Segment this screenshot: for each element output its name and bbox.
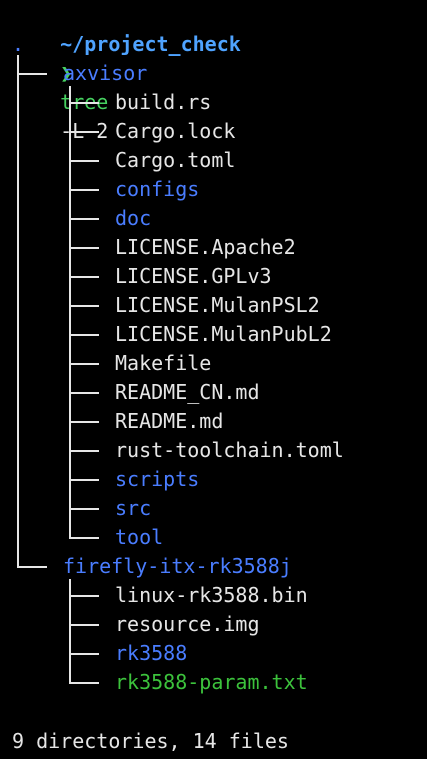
tree-branch-line bbox=[69, 130, 99, 133]
tree-trunk-line bbox=[17, 55, 19, 568]
tree-file-item: README_CN.md bbox=[115, 380, 260, 404]
tree-branch-line bbox=[69, 188, 99, 191]
tree-branch-line bbox=[69, 101, 99, 104]
tree-branch-line bbox=[69, 478, 99, 481]
tree-dir-item: configs bbox=[115, 177, 200, 201]
tree-branch-line bbox=[69, 246, 99, 249]
tree-file-item: LICENSE.MulanPSL2 bbox=[115, 293, 320, 317]
tree-summary: 9 directories, 14 files bbox=[12, 729, 289, 753]
tree-branch-line bbox=[69, 333, 99, 336]
tree-branch-line bbox=[69, 420, 99, 423]
tree-branch-line bbox=[69, 449, 99, 452]
tree-file-item: build.rs bbox=[115, 90, 212, 114]
tree-file-item: LICENSE.Apache2 bbox=[115, 235, 296, 259]
tree-file-item: resource.img bbox=[115, 612, 260, 636]
tree-branch-line bbox=[69, 652, 99, 655]
tree-root: . bbox=[12, 32, 25, 56]
tree-branch-line bbox=[69, 159, 99, 162]
tree-trunk-line bbox=[69, 86, 71, 539]
tree-branch-line bbox=[69, 391, 99, 394]
prompt-directory: ~/project_check bbox=[60, 32, 241, 56]
tree-dir-item: firefly-itx-rk3588j bbox=[63, 554, 292, 578]
tree-branch-line bbox=[69, 304, 99, 307]
tree-dir-item: src bbox=[115, 496, 152, 520]
tree-branch-line bbox=[69, 681, 99, 684]
tree-file-item: Cargo.lock bbox=[115, 119, 236, 143]
tree-file-item: linux-rk3588.bin bbox=[115, 583, 308, 607]
tree-branch-line bbox=[69, 362, 99, 365]
tree-branch-line bbox=[69, 594, 99, 597]
tree-file-item: rust-toolchain.toml bbox=[115, 438, 344, 462]
tree-dir-item: tool bbox=[115, 525, 164, 549]
tree-branch-line bbox=[69, 623, 99, 626]
tree-branch-line bbox=[17, 565, 47, 568]
tree-dir-item: rk3588 bbox=[115, 641, 188, 665]
tree-branch-line bbox=[69, 217, 99, 220]
tree-file-item: rk3588-param.txt bbox=[115, 670, 308, 694]
tree-file-item: LICENSE.MulanPubL2 bbox=[115, 322, 332, 346]
prompt-line: ~/project_check ❯ tree -L 2 bbox=[12, 1, 241, 143]
tree-dir-item: scripts bbox=[115, 467, 200, 491]
tree-dir-item: doc bbox=[115, 206, 152, 230]
tree-dir-item: axvisor bbox=[63, 61, 148, 85]
tree-file-item: LICENSE.GPLv3 bbox=[115, 264, 272, 288]
tree-branch-line bbox=[69, 536, 99, 539]
tree-branch-line bbox=[69, 507, 99, 510]
tree-branch-line bbox=[17, 72, 47, 75]
tree-branch-line bbox=[69, 275, 99, 278]
tree-file-item: README.md bbox=[115, 409, 224, 433]
tree-file-item: Makefile bbox=[115, 351, 212, 375]
tree-trunk-line bbox=[69, 579, 71, 684]
tree-file-item: Cargo.toml bbox=[115, 148, 236, 172]
prompt-arrow-icon: ❯ bbox=[60, 61, 73, 85]
